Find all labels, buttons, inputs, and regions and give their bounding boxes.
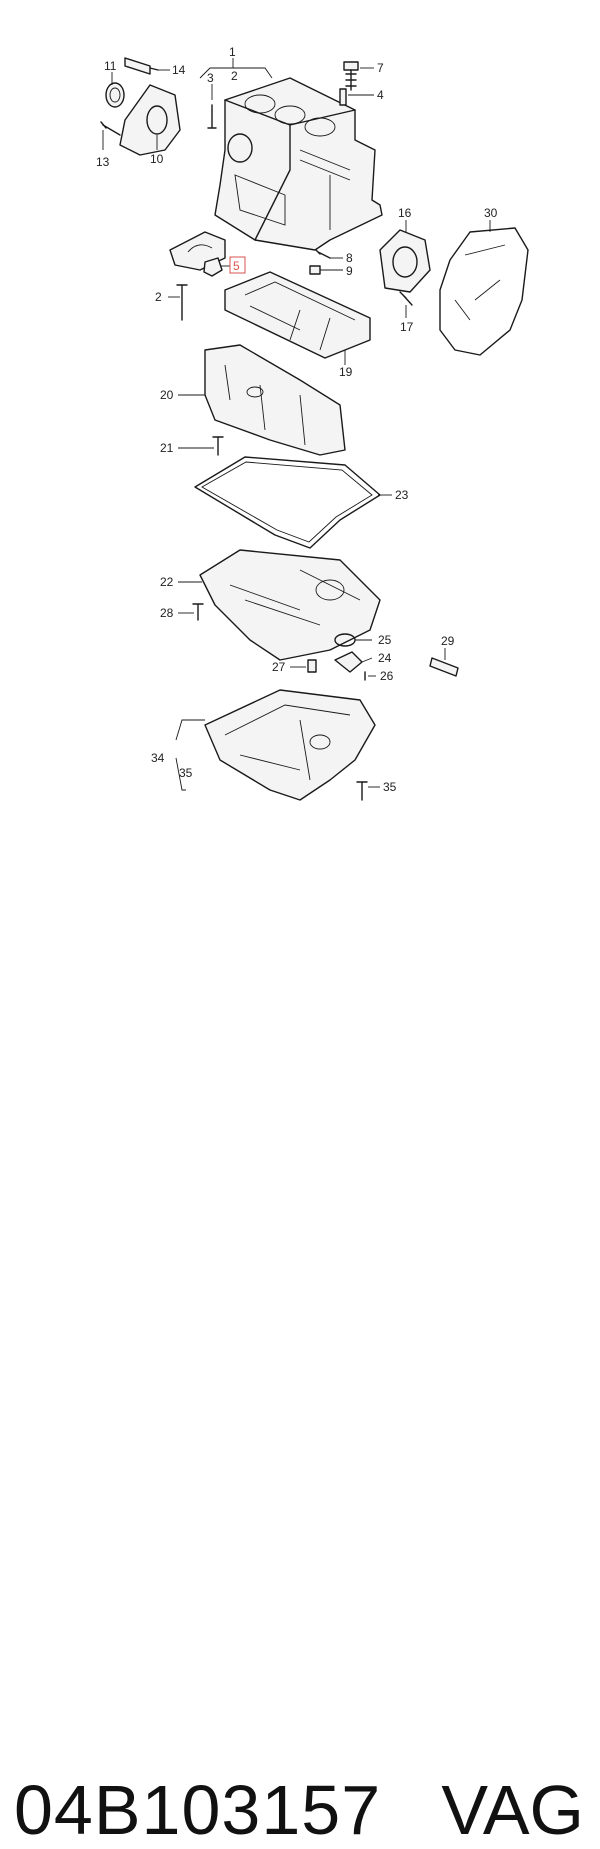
callout-26: 26 — [380, 669, 394, 683]
part-number: 04B103157 — [14, 1771, 382, 1849]
callout-23: 23 — [395, 488, 409, 502]
callout-8: 8 — [346, 251, 353, 265]
callout-1: 1 — [229, 45, 236, 59]
callout-22: 22 — [160, 575, 174, 589]
highlight-box — [229, 256, 246, 274]
upper-pan-bolt — [192, 603, 204, 621]
intermediate-plate — [439, 227, 529, 356]
callout-25: 25 — [378, 633, 392, 647]
bearing-bridge — [224, 271, 371, 359]
cover-flange — [334, 651, 363, 673]
bearing-bolt — [176, 284, 188, 321]
callout-13: 13 — [96, 155, 110, 169]
callout-28: 28 — [160, 606, 174, 620]
callout-20: 20 — [160, 388, 174, 402]
callout-2-top: 2 — [231, 69, 238, 83]
callout-2-lower: 2 — [155, 290, 162, 304]
baffle-bolt — [212, 436, 224, 456]
footer: 04B103157 VAG — [0, 880, 600, 1845]
oil-pan-baffle — [204, 344, 346, 456]
dowel-pin — [339, 88, 347, 106]
lower-pan-bolt — [356, 781, 368, 801]
callout-3: 3 — [207, 71, 214, 85]
oil-spray-jet — [203, 257, 223, 277]
callout-7: 7 — [377, 61, 384, 75]
drain-plug — [307, 659, 317, 673]
callout-35-bracket: 35 — [179, 766, 193, 780]
front-oil-seal — [105, 82, 125, 108]
callout-4: 4 — [377, 88, 384, 102]
callout-21: 21 — [160, 441, 174, 455]
callout-17: 17 — [400, 320, 414, 334]
callout-30: 30 — [484, 206, 498, 220]
bolt-8 — [315, 249, 331, 259]
rear-flange-bolt — [399, 291, 413, 306]
engine-block — [214, 77, 383, 251]
sealant-tube — [124, 57, 151, 75]
rear-seal-flange — [379, 229, 431, 293]
callout-14: 14 — [172, 63, 186, 77]
sealant-tube-2 — [429, 657, 459, 677]
flange-bolt — [100, 121, 121, 136]
callout-27: 27 — [272, 660, 286, 674]
oil-pan-gasket — [194, 456, 381, 549]
callout-5-highlighted: 5 — [233, 259, 240, 273]
lower-oil-pan — [204, 689, 376, 801]
brand-name: VAG — [441, 1771, 584, 1849]
callout-labels: 1 2 3 4 7 8 9 10 11 13 14 16 17 19 20 21… — [96, 45, 498, 794]
callout-10: 10 — [150, 152, 164, 166]
callout-19: 19 — [339, 365, 353, 379]
sleeve-9 — [309, 265, 321, 275]
upper-oil-pan — [199, 549, 381, 661]
callout-9: 9 — [346, 264, 353, 278]
callout-24: 24 — [378, 651, 392, 665]
small-bolt — [207, 104, 217, 129]
stud-bolt — [343, 61, 359, 91]
callout-34: 34 — [151, 751, 165, 765]
callout-16: 16 — [398, 206, 412, 220]
leader-lines — [102, 58, 491, 791]
callout-11: 11 — [104, 59, 117, 73]
callout-29: 29 — [441, 634, 455, 648]
callout-35: 35 — [383, 780, 397, 794]
exploded-parts-diagram: 1 2 3 4 7 8 9 10 11 13 14 16 17 19 20 21… — [96, 45, 529, 801]
front-seal-flange — [119, 84, 181, 156]
